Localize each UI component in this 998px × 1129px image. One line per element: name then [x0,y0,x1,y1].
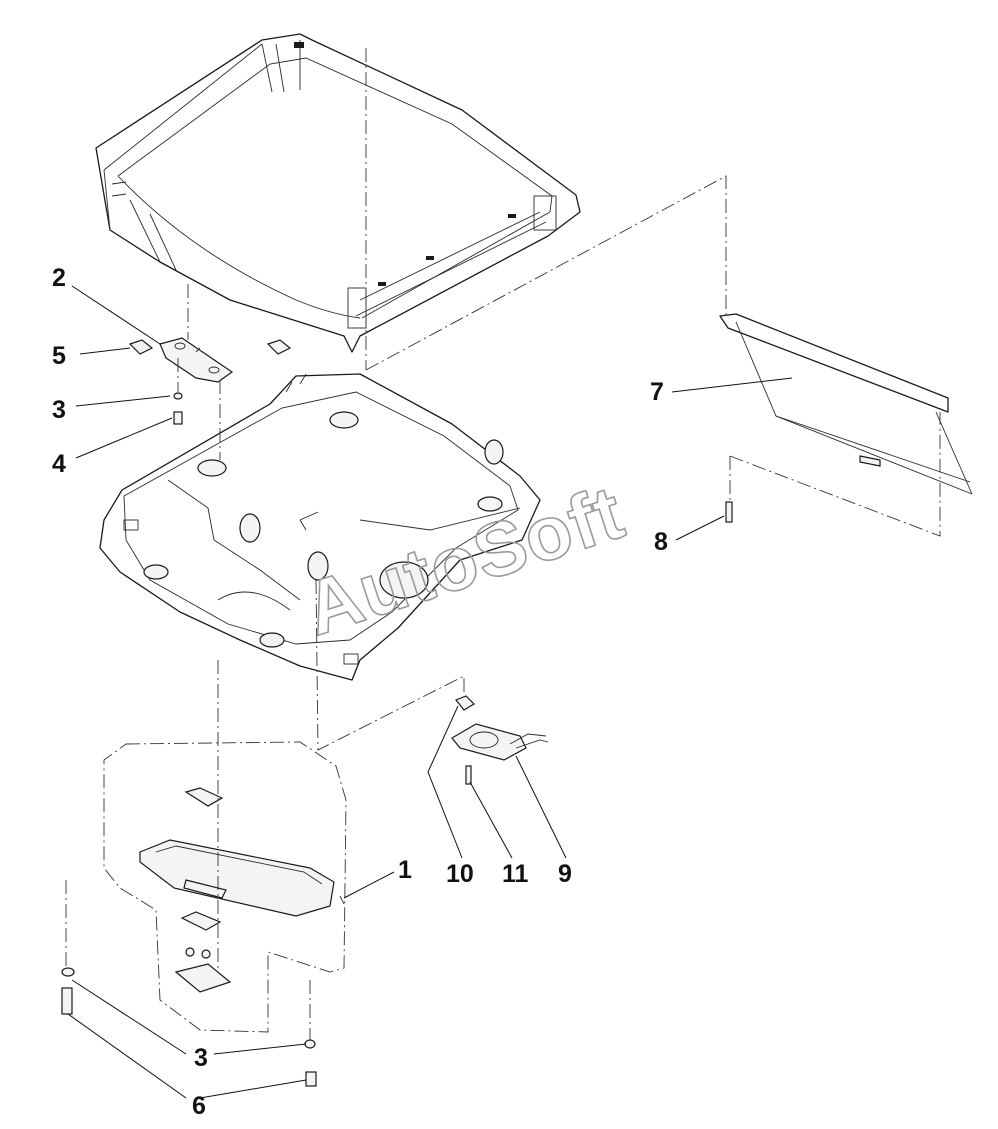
callout-6: 6 [192,1092,206,1120]
callout-1: 1 [398,856,412,884]
sunshade-panel [719,313,973,523]
watermark-text: AutoSoft [295,470,634,652]
leader-lines [67,285,793,1099]
bottom-fasteners [61,967,317,1087]
callout-8: 8 [654,528,668,556]
callout-3-upper: 3 [52,396,66,424]
lamp-assembly [451,695,549,785]
callout-11: 11 [502,860,529,888]
bracket-assembly [128,337,292,425]
roof-frame [95,33,581,353]
assembly-lines [65,48,941,1040]
callout-2: 2 [52,264,66,292]
callout-5: 5 [52,342,66,370]
callout-4: 4 [52,450,66,478]
lower-trim-panel [103,741,347,1033]
callout-10: 10 [446,860,474,888]
headliner-panel [99,373,541,681]
callout-9: 9 [558,860,572,888]
callout-7: 7 [650,378,664,406]
callout-3-lower: 3 [194,1044,208,1072]
